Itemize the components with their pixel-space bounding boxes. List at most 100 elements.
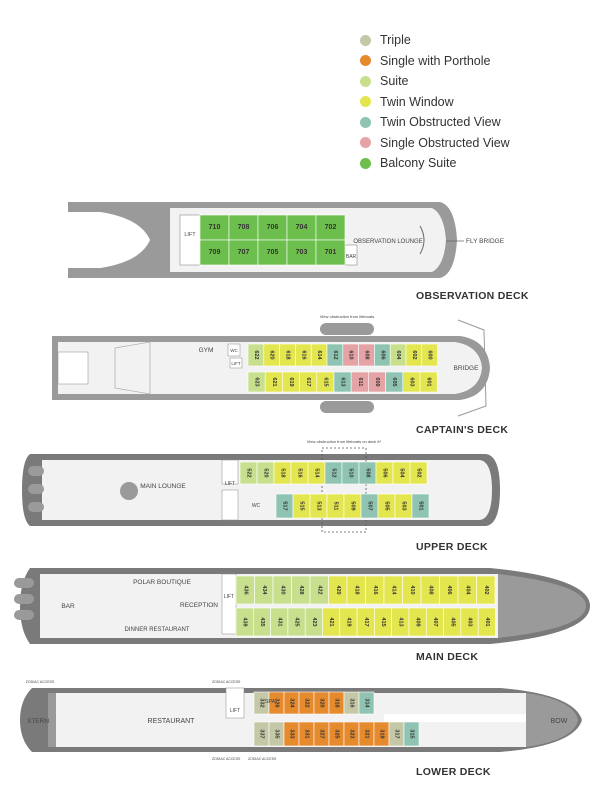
cabin-number: 402 <box>483 585 489 594</box>
legend-swatch-icon <box>360 55 371 67</box>
cabin-number: 434 <box>261 585 267 595</box>
cabin <box>477 607 496 637</box>
cabin-number: 513 <box>316 501 322 510</box>
captains-deck <box>52 319 490 417</box>
cabin-number: 605 <box>391 377 397 386</box>
deck-title-lower: LOWER DECK <box>416 766 491 778</box>
legend-item: Triple <box>360 30 510 51</box>
cabin-number: 610 <box>348 350 354 359</box>
legend-swatch-icon <box>360 116 371 128</box>
cabin-number: 333 <box>289 729 295 738</box>
cabin <box>358 691 375 715</box>
cabin <box>199 239 230 266</box>
cabin <box>411 493 430 519</box>
cabin-number: 406 <box>446 585 452 594</box>
cabin-number: 708 <box>238 224 250 231</box>
cabin-number: 316 <box>349 698 355 707</box>
cabin-number: 439 <box>242 617 248 626</box>
cabin-number: 408 <box>427 585 433 594</box>
room-label: LIFT <box>231 361 241 366</box>
cabin-number: 435 <box>259 617 265 626</box>
cabin-number: 503 <box>401 501 407 510</box>
cabin-number: 436 <box>242 585 248 594</box>
cabin-number: 324 <box>289 698 295 708</box>
legend-label: Twin Obstructed View <box>380 115 501 130</box>
legend-item: Suite <box>360 71 510 92</box>
cabin-number: 314 <box>364 698 370 708</box>
cabin-number: 421 <box>328 617 334 626</box>
legend-item: Single Obstructed View <box>360 133 510 154</box>
cabin-number: 511 <box>333 502 339 511</box>
room-label: DINNER RESTAURANT <box>125 627 190 633</box>
cabin-number: 420 <box>335 585 341 594</box>
cabin-number: 317 <box>394 729 400 738</box>
cabin-number: 428 <box>298 585 304 594</box>
legend-swatch-icon <box>360 157 371 169</box>
cabin-number: 323 <box>349 729 355 738</box>
cabin-number: 705 <box>267 249 279 256</box>
room-label: LIFT <box>230 708 240 714</box>
room-label: LIFT <box>184 232 196 238</box>
upper-deck <box>22 447 500 533</box>
deck-title-captains: CAPTAIN'S DECK <box>416 424 509 436</box>
cabin-number: 622 <box>253 350 259 359</box>
cabin-number: 618 <box>285 350 291 359</box>
cabin-number: 710 <box>209 224 221 231</box>
cabin-number: 401 <box>484 617 490 626</box>
cabin-number: 419 <box>345 617 351 626</box>
room-label: BOW <box>551 718 568 725</box>
cabin-number: 619 <box>288 377 294 386</box>
cabin-number: 320 <box>319 698 325 707</box>
room-label: ZODIAC ACCESS <box>212 757 241 761</box>
room-label: View obstruction from lifeboats on deck … <box>307 439 382 444</box>
cabin-number: 422 <box>316 585 322 594</box>
room-label: MAIN LOUNGE <box>140 483 186 490</box>
room-label: BAR <box>346 254 357 260</box>
room-label: WC <box>230 348 238 353</box>
cabin-number: 505 <box>384 501 390 510</box>
cabin-number: 522 <box>246 468 252 477</box>
cabin <box>257 214 288 241</box>
deck-title-main: MAIN DECK <box>416 651 479 663</box>
room-label: BAR <box>61 603 75 610</box>
cabin-number: 600 <box>427 350 433 359</box>
cabin-number: 502 <box>416 468 422 477</box>
cabin-number: 425 <box>294 617 300 626</box>
cabin-number: 319 <box>379 729 385 738</box>
room-label: POLAR BOUTIQUE <box>133 579 191 586</box>
legend-swatch-icon <box>360 137 371 149</box>
cabin-number: 518 <box>280 468 286 477</box>
cabin-number: 517 <box>282 501 288 510</box>
cabin-number: 613 <box>340 377 346 386</box>
cabin <box>286 239 317 266</box>
cabin-number: 407 <box>432 617 438 626</box>
legend-label: Single Obstructed View <box>380 135 510 150</box>
cabin-number: 614 <box>316 350 322 360</box>
cabin-number: 418 <box>353 585 359 594</box>
legend-label: Balcony Suite <box>380 156 457 171</box>
cabin <box>409 461 428 485</box>
cabin-number: 414 <box>390 585 396 595</box>
cabin-number: 609 <box>374 377 380 386</box>
cabin-number: 322 <box>304 698 310 707</box>
legend-item: Twin Obstructed View <box>360 112 510 133</box>
cabin <box>476 575 496 605</box>
cabin-number: 709 <box>209 249 221 256</box>
cabin-number: 326 <box>274 698 280 707</box>
cabin <box>315 214 346 241</box>
cabin-number: 331 <box>304 729 310 738</box>
cabin-number: 617 <box>305 377 311 386</box>
cabin-number: 615 <box>322 377 328 386</box>
cabin <box>315 239 346 266</box>
cabin-number: 504 <box>399 468 405 478</box>
cabin-number: 606 <box>379 350 385 359</box>
cabin <box>403 721 420 747</box>
cabin-number: 410 <box>409 585 415 594</box>
legend-item: Balcony Suite <box>360 153 510 174</box>
deck-title-observation: OBSERVATION DECK <box>416 290 529 302</box>
cabin-number: 707 <box>238 249 250 256</box>
cabin-number: 704 <box>296 224 308 231</box>
cabin-number: 321 <box>364 729 370 738</box>
